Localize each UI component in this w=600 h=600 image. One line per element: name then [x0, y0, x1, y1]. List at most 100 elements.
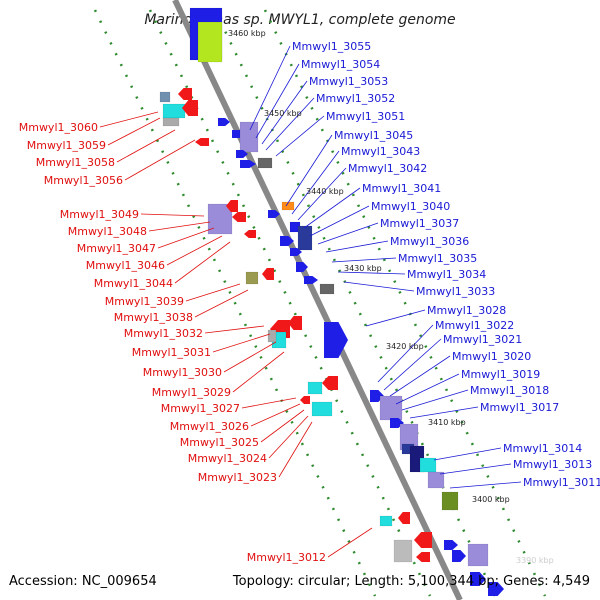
gene-feature	[319, 283, 335, 295]
gene-label-mmwyl1-3027[interactable]: Mmwyl1_3027	[161, 402, 240, 415]
gene-feature	[322, 376, 338, 390]
gene-label-mmwyl1-3011[interactable]: Mmwyl1_3011	[523, 476, 600, 489]
guide-dots-outer-left	[93, 9, 377, 597]
gene-label-mmwyl1-3023[interactable]: Mmwyl1_3023	[198, 471, 277, 484]
gene-label-mmwyl1-3018[interactable]: Mmwyl1_3018	[470, 384, 549, 397]
gene-label-mmwyl1-3020[interactable]: Mmwyl1_3020	[452, 350, 531, 363]
gene-feature	[197, 21, 223, 63]
gene-feature	[470, 572, 486, 586]
leader-line-mmwyl1-3043	[291, 150, 340, 215]
gene-labels: Mmwyl1_3055Mmwyl1_3054Mmwyl1_3053Mmwyl1_…	[19, 40, 600, 564]
gene-feature	[324, 322, 348, 358]
gene-label-mmwyl1-3043[interactable]: Mmwyl1_3043	[341, 145, 420, 158]
leader-line-mmwyl1-3056	[124, 139, 196, 181]
gene-feature	[419, 457, 437, 473]
gene-label-mmwyl1-3052[interactable]: Mmwyl1_3052	[316, 92, 395, 105]
gene-feature	[311, 401, 333, 417]
gene-label-mmwyl1-3041[interactable]: Mmwyl1_3041	[362, 182, 441, 195]
gene-label-mmwyl1-3040[interactable]: Mmwyl1_3040	[371, 200, 450, 213]
leader-line-mmwyl1-3036	[325, 240, 389, 253]
gene-feature	[290, 248, 302, 256]
gene-label-mmwyl1-3037[interactable]: Mmwyl1_3037	[380, 217, 459, 230]
gene-label-mmwyl1-3029[interactable]: Mmwyl1_3029	[152, 386, 231, 399]
gene-feature	[300, 396, 310, 404]
leader-line-mmwyl1-3017	[409, 406, 479, 419]
gene-label-mmwyl1-3036[interactable]: Mmwyl1_3036	[390, 235, 469, 248]
leader-line-mmwyl1-3051	[275, 115, 325, 157]
gene-feature	[307, 381, 323, 395]
gene-feature	[162, 117, 180, 127]
leader-line-mmwyl1-3039	[185, 283, 241, 302]
leader-line-mmwyl1-3013	[439, 463, 512, 475]
gene-label-mmwyl1-3030[interactable]: Mmwyl1_3030	[143, 366, 222, 379]
gene-label-mmwyl1-3019[interactable]: Mmwyl1_3019	[461, 368, 540, 381]
gene-label-mmwyl1-3032[interactable]: Mmwyl1_3032	[124, 327, 203, 340]
gene-label-mmwyl1-3042[interactable]: Mmwyl1_3042	[348, 162, 427, 175]
gene-label-mmwyl1-3059[interactable]: Mmwyl1_3059	[27, 139, 106, 152]
gene-feature	[488, 582, 504, 596]
gene-feature	[162, 103, 186, 119]
gene-label-mmwyl1-3053[interactable]: Mmwyl1_3053	[309, 75, 388, 88]
leader-line-mmwyl1-3033	[343, 281, 415, 292]
leader-line-mmwyl1-3037	[317, 222, 379, 245]
gene-label-mmwyl1-3048[interactable]: Mmwyl1_3048	[68, 225, 147, 238]
gene-label-mmwyl1-3014[interactable]: Mmwyl1_3014	[503, 442, 582, 455]
leader-line-mmwyl1-3059	[107, 117, 161, 146]
gene-label-mmwyl1-3044[interactable]: Mmwyl1_3044	[94, 277, 173, 290]
gene-label-mmwyl1-3046[interactable]: Mmwyl1_3046	[86, 259, 165, 272]
gene-label-mmwyl1-3024[interactable]: Mmwyl1_3024	[188, 452, 267, 465]
gene-label-mmwyl1-3025[interactable]: Mmwyl1_3025	[180, 436, 259, 449]
gene-feature	[257, 157, 273, 169]
gene-label-mmwyl1-3056[interactable]: Mmwyl1_3056	[44, 174, 123, 187]
gene-label-mmwyl1-3058[interactable]: Mmwyl1_3058	[36, 156, 115, 169]
gene-feature	[244, 230, 256, 238]
gene-feature	[414, 532, 432, 548]
gene-track	[159, 7, 504, 596]
leader-line-mmwyl1-3032	[204, 325, 265, 334]
leader-line-mmwyl1-3011	[449, 481, 522, 489]
gene-label-mmwyl1-3028[interactable]: Mmwyl1_3028	[427, 304, 506, 317]
leader-line-mmwyl1-3031	[212, 333, 271, 353]
leader-line-mmwyl1-3042	[297, 167, 347, 221]
gene-label-mmwyl1-3038[interactable]: Mmwyl1_3038	[114, 311, 193, 324]
gene-feature	[267, 329, 277, 343]
leader-line-mmwyl1-3020	[389, 355, 451, 397]
gene-label-mmwyl1-3031[interactable]: Mmwyl1_3031	[132, 346, 211, 359]
leader-line-mmwyl1-3030	[223, 341, 277, 373]
gene-feature	[452, 550, 466, 562]
gene-label-mmwyl1-3045[interactable]: Mmwyl1_3045	[334, 129, 413, 142]
leader-line-mmwyl1-3035	[331, 257, 397, 263]
gene-feature	[218, 118, 230, 126]
leader-line-mmwyl1-3034	[337, 271, 406, 275]
gene-feature	[297, 225, 313, 251]
gene-feature	[444, 540, 458, 550]
gene-label-mmwyl1-3026[interactable]: Mmwyl1_3026	[170, 420, 249, 433]
gene-label-mmwyl1-3033[interactable]: Mmwyl1_3033	[416, 285, 495, 298]
gene-label-mmwyl1-3012[interactable]: Mmwyl1_3012	[247, 551, 326, 564]
leader-line-mmwyl1-3021	[383, 338, 442, 391]
gene-label-mmwyl1-3021[interactable]: Mmwyl1_3021	[443, 333, 522, 346]
gene-label-mmwyl1-3051[interactable]: Mmwyl1_3051	[326, 110, 405, 123]
gene-label-mmwyl1-3060[interactable]: Mmwyl1_3060	[19, 121, 98, 134]
gene-label-mmwyl1-3039[interactable]: Mmwyl1_3039	[105, 295, 184, 308]
gene-label-mmwyl1-3054[interactable]: Mmwyl1_3054	[301, 58, 380, 71]
gene-label-mmwyl1-3049[interactable]: Mmwyl1_3049	[60, 208, 139, 221]
gene-label-mmwyl1-3022[interactable]: Mmwyl1_3022	[435, 319, 514, 332]
gene-label-mmwyl1-3034[interactable]: Mmwyl1_3034	[407, 268, 486, 281]
label-leaders	[99, 45, 522, 558]
gene-feature	[304, 276, 318, 284]
scale-tick-label: 3440 kbp	[306, 187, 344, 196]
gene-feature	[280, 236, 294, 246]
leader-line-mmwyl1-3049	[140, 213, 205, 217]
gene-feature	[239, 121, 259, 153]
gene-label-mmwyl1-3035[interactable]: Mmwyl1_3035	[398, 252, 477, 265]
gene-feature	[195, 138, 209, 146]
gene-label-mmwyl1-3017[interactable]: Mmwyl1_3017	[480, 401, 559, 414]
gene-label-mmwyl1-3047[interactable]: Mmwyl1_3047	[77, 242, 156, 255]
gene-feature	[379, 515, 393, 527]
gene-feature	[441, 491, 459, 511]
gene-label-mmwyl1-3055[interactable]: Mmwyl1_3055	[292, 40, 371, 53]
gene-label-mmwyl1-3013[interactable]: Mmwyl1_3013	[513, 458, 592, 471]
leader-line-mmwyl1-3018	[401, 389, 469, 411]
